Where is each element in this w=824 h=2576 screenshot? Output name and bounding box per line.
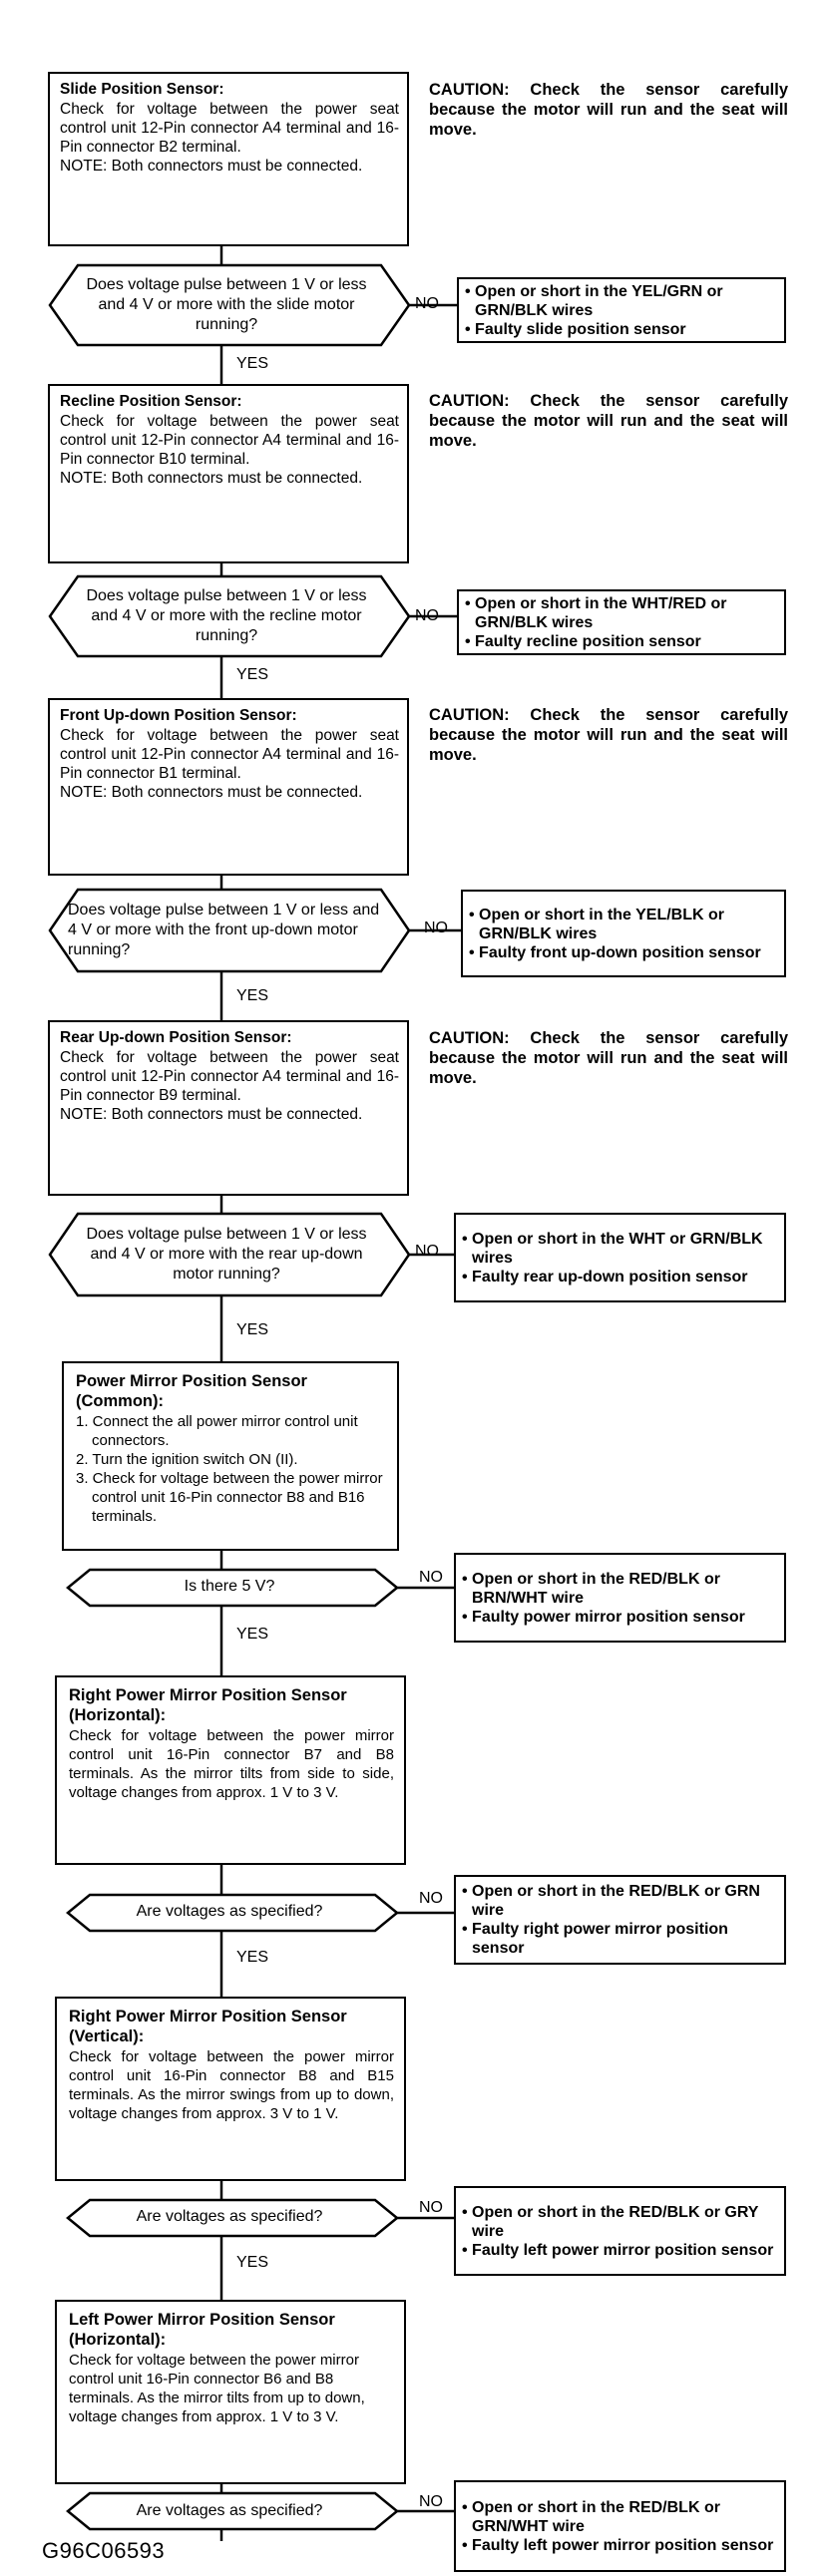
yes-label: YES [236, 1321, 269, 1338]
result-item: • Open or short in the WHT/RED or GRN/BL… [465, 594, 727, 631]
decision-question: Are voltages as specified? [136, 1903, 323, 1920]
no-label: NO [419, 1890, 443, 1907]
step-note: NOTE: Both connectors must be connected. [60, 158, 363, 175]
no-label: NO [415, 1243, 439, 1260]
decision-hexagon [66, 1568, 399, 1608]
no-label: NO [424, 920, 448, 936]
decision-question: Does voltage pulse between 1 V or less a… [86, 1226, 367, 1283]
yes-label: YES [236, 1626, 269, 1643]
step-body: Check for voltage between the power mirr… [69, 2352, 365, 2425]
no-label: NO [419, 1569, 443, 1586]
result-item: • Faulty power mirror position sensor [462, 1608, 745, 1626]
decision-question: Are voltages as specified? [136, 2502, 323, 2519]
caution-text: CAUTION: Check the sensor carefully beca… [429, 392, 788, 450]
figure-code: G96C06593 [42, 2538, 166, 2563]
no-label: NO [419, 2199, 443, 2216]
result-item: • Faulty right power mirror position sen… [462, 1921, 728, 1957]
step-title: Left Power Mirror Position Sensor (Horiz… [69, 2311, 335, 2349]
no-label: NO [415, 607, 439, 624]
step-box-right-mirror-vertical: Right Power Mirror Position Sensor (Vert… [55, 1997, 406, 2181]
step-title: Slide Position Sensor: [60, 81, 224, 98]
decision-hexagon [48, 888, 411, 973]
step-title: Rear Up-down Position Sensor: [60, 1029, 292, 1046]
decision-question: Are voltages as specified? [136, 2208, 323, 2225]
yes-label: YES [236, 355, 269, 372]
result-box: • Open or short in the WHT or GRN/BLK wi… [454, 1213, 786, 1302]
step-title: Front Up-down Position Sensor: [60, 707, 297, 724]
yes-label: YES [236, 666, 269, 683]
step-box-recline-sensor: Recline Position Sensor: Check for volta… [48, 384, 409, 563]
decision-question: Does voltage pulse between 1 V or less a… [86, 587, 367, 644]
decision-hexagon [48, 263, 411, 347]
result-item: • Faulty left power mirror position sens… [462, 2241, 774, 2259]
result-box: • Open or short in the RED/BLK or GRN/WH… [454, 2480, 786, 2572]
result-item: • Faulty left power mirror position sens… [462, 2536, 774, 2554]
result-item: • Faulty rear up-down position sensor [462, 1268, 748, 1286]
result-box: • Open or short in the YEL/BLK or GRN/BL… [461, 890, 786, 977]
no-label: NO [419, 2493, 443, 2510]
result-item: • Faulty front up-down position sensor [469, 943, 761, 961]
step-item: 1. Connect the all power mirror control … [76, 1413, 358, 1449]
decision-hexagon [48, 1212, 411, 1297]
result-box: • Open or short in the RED/BLK or BRN/WH… [454, 1553, 786, 1643]
step-box-front-updown-sensor: Front Up-down Position Sensor: Check for… [48, 698, 409, 876]
step-title: Recline Position Sensor: [60, 393, 242, 410]
step-note: NOTE: Both connectors must be connected. [60, 470, 363, 487]
step-box-slide-sensor: Slide Position Sensor: Check for voltage… [48, 72, 409, 246]
result-item: • Open or short in the WHT or GRN/BLK wi… [462, 1230, 763, 1267]
decision-question: Is there 5 V? [184, 1578, 275, 1595]
result-box: • Open or short in the RED/BLK or GRY wi… [454, 2186, 786, 2276]
step-body: Check for voltage between the power seat… [60, 1049, 399, 1104]
step-box-left-mirror-horizontal: Left Power Mirror Position Sensor (Horiz… [55, 2300, 406, 2484]
step-body: Check for voltage between the power mirr… [69, 2048, 394, 2122]
caution-text: CAUTION: Check the sensor carefully beca… [429, 1029, 788, 1087]
caution-text: CAUTION: Check the sensor carefully beca… [429, 81, 788, 139]
result-item: • Open or short in the RED/BLK or GRN/WH… [462, 2498, 720, 2535]
decision-hexagon [66, 2198, 399, 2238]
step-box-mirror-common: Power Mirror Position Sensor (Common): 1… [62, 1361, 399, 1551]
step-title: Power Mirror Position Sensor (Common): [76, 1372, 307, 1410]
step-note: NOTE: Both connectors must be connected. [60, 1106, 363, 1123]
decision-question: Does voltage pulse between 1 V or less a… [68, 902, 380, 958]
step-box-right-mirror-horizontal: Right Power Mirror Position Sensor (Hori… [55, 1675, 406, 1865]
result-item: • Open or short in the YEL/GRN or GRN/BL… [465, 282, 723, 319]
yes-label: YES [236, 987, 269, 1004]
no-label: NO [415, 295, 439, 312]
step-box-rear-updown-sensor: Rear Up-down Position Sensor: Check for … [48, 1020, 409, 1196]
result-item: • Open or short in the RED/BLK or GRN wi… [462, 1883, 760, 1919]
step-item: 2. Turn the ignition switch ON (II). [76, 1451, 298, 1468]
yes-label: YES [236, 2254, 269, 2271]
step-body: Check for voltage between the power seat… [60, 727, 399, 782]
step-body: Check for voltage between the power mirr… [69, 1727, 394, 1801]
result-item: • Open or short in the RED/BLK or GRY wi… [462, 2203, 759, 2240]
step-item: 3. Check for voltage between the power m… [76, 1470, 383, 1525]
result-box: • Open or short in the WHT/RED or GRN/BL… [457, 589, 786, 655]
step-title: Right Power Mirror Position Sensor (Hori… [69, 1686, 347, 1724]
caution-text: CAUTION: Check the sensor carefully beca… [429, 706, 788, 764]
decision-hexagon [66, 2491, 399, 2531]
result-box: • Open or short in the RED/BLK or GRN wi… [454, 1875, 786, 1965]
result-item: • Faulty slide position sensor [465, 320, 686, 338]
result-item: • Open or short in the RED/BLK or BRN/WH… [462, 1570, 720, 1607]
result-item: • Open or short in the YEL/BLK or GRN/BL… [469, 906, 724, 942]
step-body: Check for voltage between the power seat… [60, 413, 399, 468]
result-box: • Open or short in the YEL/GRN or GRN/BL… [457, 277, 786, 343]
step-title: Right Power Mirror Position Sensor (Vert… [69, 2008, 347, 2045]
result-item: • Faulty recline position sensor [465, 632, 701, 650]
decision-hexagon [48, 574, 411, 658]
yes-label: YES [236, 1949, 269, 1966]
decision-question: Does voltage pulse between 1 V or less a… [86, 276, 367, 333]
decision-hexagon [66, 1893, 399, 1933]
step-body: Check for voltage between the power seat… [60, 101, 399, 156]
step-note: NOTE: Both connectors must be connected. [60, 784, 363, 801]
